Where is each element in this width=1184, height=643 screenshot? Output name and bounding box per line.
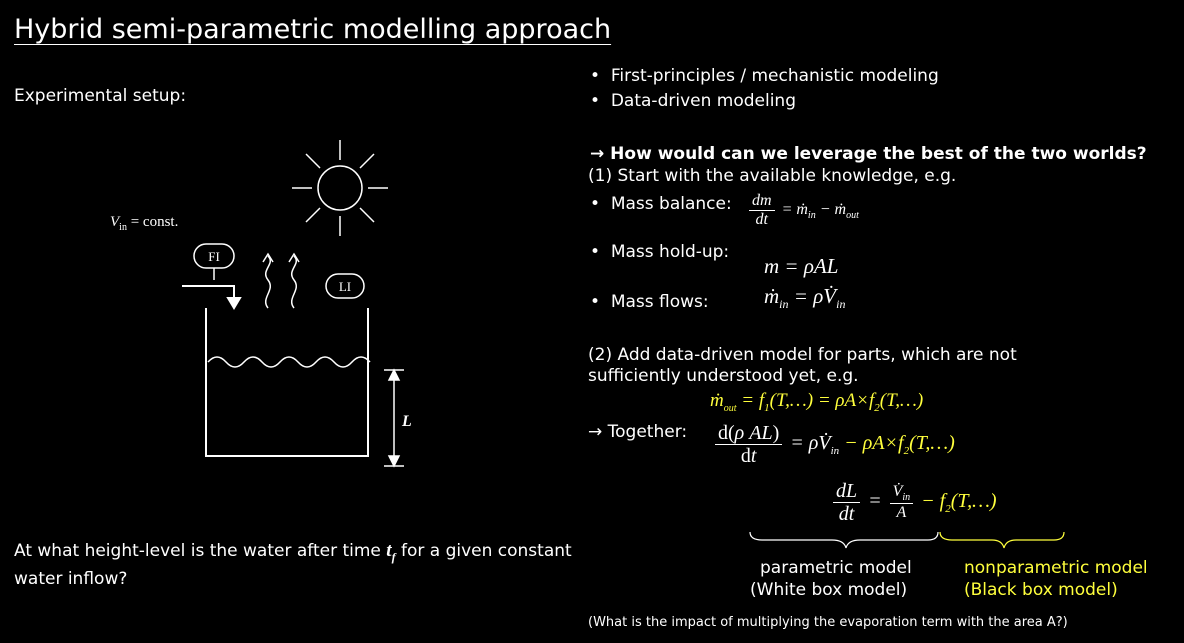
nonparametric-brace xyxy=(939,531,1065,549)
tank-outline xyxy=(205,308,369,457)
parametric-model-label: parametric model xyxy=(760,558,912,578)
step2-line1: (2) Add data-driven model for parts, whi… xyxy=(588,345,1017,365)
nonparametric-model-label: nonparametric model xyxy=(964,558,1148,578)
level-indicator-icon: LI xyxy=(325,273,365,299)
level-label: L xyxy=(401,413,412,430)
slide-title: Hybrid semi-parametric modelling approac… xyxy=(14,14,612,45)
bullet-data-driven: • Data-driven modeling xyxy=(590,91,796,111)
parametric-brace xyxy=(749,531,939,549)
black-box-label: (Black box model) xyxy=(964,580,1118,600)
mass-balance-label: • Mass balance: xyxy=(590,194,732,214)
sun-icon xyxy=(292,140,388,236)
water-surface xyxy=(207,356,371,368)
mass-holdup-equation: m = ρAL xyxy=(764,254,839,278)
white-box-label: (White box model) xyxy=(750,580,908,600)
model-braces xyxy=(749,531,1065,549)
leverage-question: → How would can we leverage the best of … xyxy=(590,144,1147,164)
inflow-label: Vin = const. xyxy=(110,214,178,233)
bullet-first-principles: • First-principles / mechanistic modelin… xyxy=(590,66,939,86)
tank-diagram: Vin = const. FI LI L xyxy=(110,140,412,468)
mass-out-equation: ṁout = f1(T,…) = ρA×f2(T,…) xyxy=(710,390,924,414)
mass-flows-equation: ṁin = ρV̇in xyxy=(764,284,846,312)
combined-equation-1: d(ρ AL)dt = ρV̇in − ρA×f2(T,…) xyxy=(712,422,955,467)
inflow-arrow-icon xyxy=(182,285,242,310)
mass-holdup-label: • Mass hold-up: xyxy=(590,242,730,262)
flow-indicator-icon: FI xyxy=(193,243,235,280)
mass-flows-label: • Mass flows: xyxy=(590,292,709,312)
evaporation-icon xyxy=(262,252,300,309)
svg-text:LI: LI xyxy=(339,279,351,294)
step1-text: (1) Start with the available knowledge, … xyxy=(588,166,957,186)
question-text: At what height-level is the water after … xyxy=(14,540,572,589)
setup-label: Experimental setup: xyxy=(14,86,187,106)
together-label: → Together: xyxy=(588,422,688,442)
level-dimension-icon xyxy=(384,368,404,468)
svg-text:FI: FI xyxy=(208,249,220,264)
step2-line2: sufficiently understood yet, e.g. xyxy=(588,366,859,386)
footnote: (What is the impact of multiplying the e… xyxy=(588,615,1068,630)
